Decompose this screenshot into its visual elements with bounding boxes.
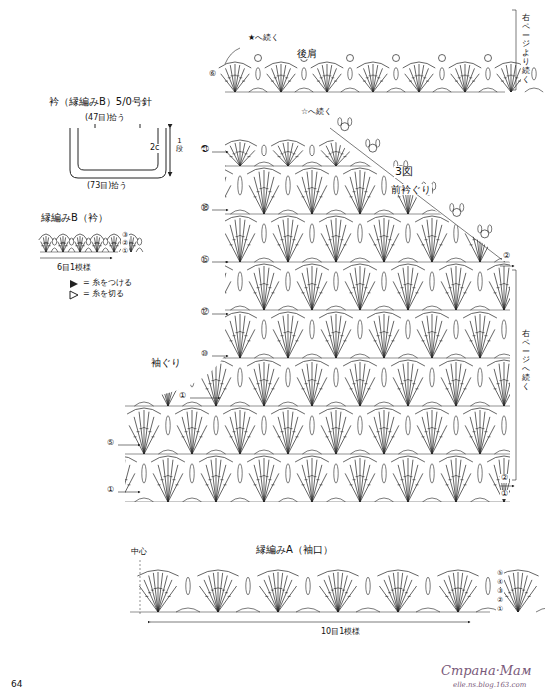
callout-number: ①	[496, 606, 504, 614]
callout-number: ⑱	[200, 204, 210, 213]
row-arrow	[212, 314, 228, 315]
callout-number: ①	[106, 486, 115, 495]
callout-number: ⑮	[200, 256, 210, 265]
cut-yarn-symbol	[70, 291, 78, 299]
dimension: 2c	[149, 144, 161, 153]
row-arrow	[212, 152, 228, 153]
attach-yarn-symbol	[70, 280, 78, 288]
figure-number: 3図	[394, 166, 414, 178]
row-arrow	[118, 492, 140, 493]
row-arrow	[500, 486, 514, 487]
callout-number: ①	[121, 248, 129, 256]
callout-number: ⑤	[496, 570, 504, 578]
legend-text: = 糸をつける	[82, 279, 133, 288]
note: ★へ続く	[247, 34, 280, 43]
part-name: 縁編みB（衿）	[40, 212, 109, 223]
callout-number: ①	[178, 392, 187, 401]
dimension: 1段	[175, 138, 184, 153]
callout-number: ②	[496, 597, 504, 605]
note: 右ページへ続く	[521, 330, 531, 392]
neck-edging	[330, 118, 505, 262]
row-arrow	[212, 356, 228, 357]
row-arrow	[190, 398, 220, 399]
note: ☆へ続く	[300, 108, 333, 117]
callout-number: ⑩	[200, 350, 209, 359]
repeat-note: 10目1模様	[320, 628, 361, 637]
row-arrow	[118, 445, 140, 446]
callout-number: ㉑	[200, 146, 210, 155]
row-arrow	[500, 266, 514, 267]
callout-number: ⑥	[208, 70, 217, 79]
callout-number: ②	[500, 474, 509, 483]
callout-number: ①	[500, 490, 509, 499]
callout-number: ④	[496, 579, 504, 587]
dimension: (47目)拾う	[84, 114, 126, 123]
watermark: Страна·Мам	[440, 664, 533, 678]
page-number: 64	[10, 680, 23, 690]
part-name: 袖ぐり	[150, 357, 182, 368]
row-arrow	[212, 262, 228, 263]
row-arrow	[212, 210, 228, 211]
dimension: (73目)拾う	[86, 182, 128, 191]
body-chart	[103, 140, 545, 502]
part-name: 前衿ぐり	[390, 184, 432, 195]
legend-text: = 糸を切る	[82, 290, 125, 299]
callout-number: ③	[496, 588, 504, 596]
callout-number: ⑫	[200, 308, 210, 317]
note: 中心	[130, 548, 148, 557]
note: 右ページより続く	[521, 14, 531, 84]
edging-a	[130, 560, 545, 622]
callout-number: ②	[502, 252, 511, 261]
part-name: 後肩	[296, 48, 318, 59]
repeat-note: 6目1模様	[56, 264, 92, 273]
back-shoulder-strip	[219, 48, 543, 92]
watermark: elle.ns.blog.163.com	[452, 682, 527, 690]
part-name: 衿（縁編みB）5/0号針	[48, 96, 153, 107]
collar-schematic	[70, 124, 170, 178]
callout-number: ②	[121, 240, 129, 248]
callout-number: ⑤	[106, 439, 115, 448]
callout-number: ③	[121, 232, 129, 240]
part-name: 縁編みA（袖口）	[255, 544, 334, 555]
